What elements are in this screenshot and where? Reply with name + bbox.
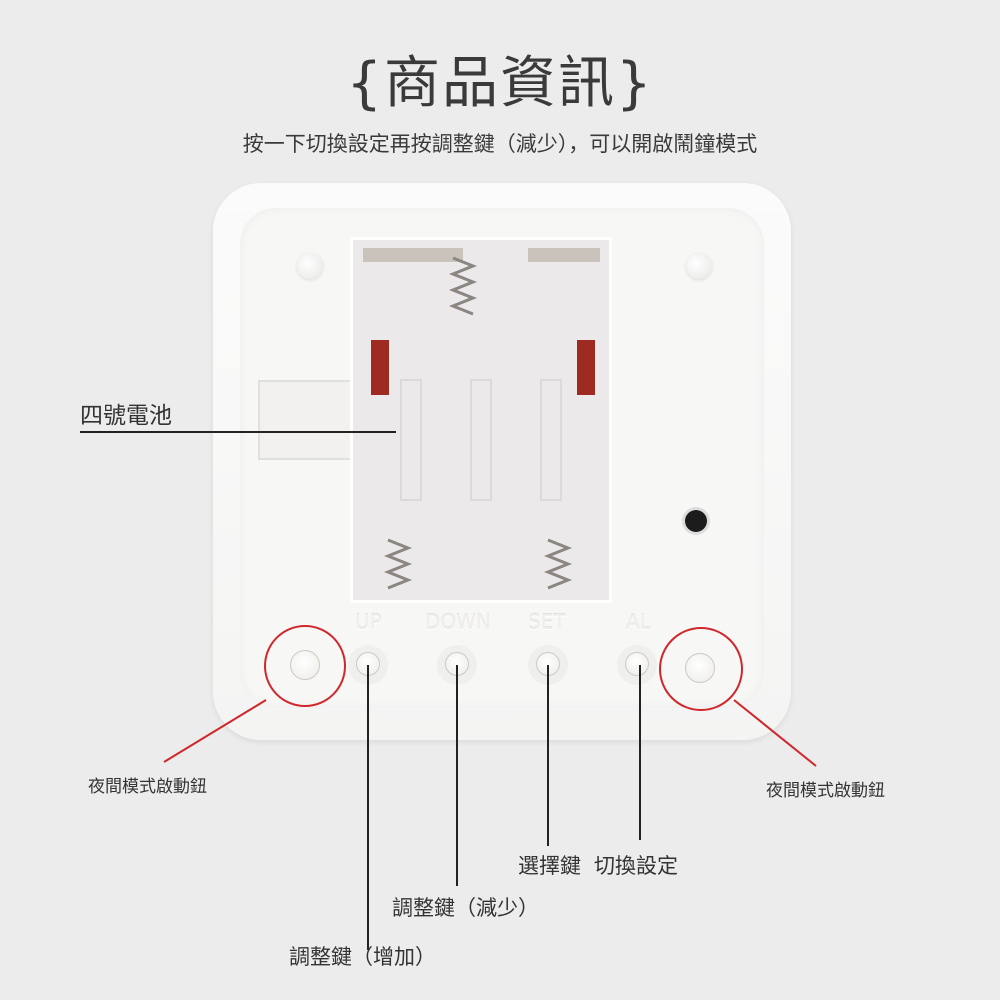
battery-compartment	[350, 237, 612, 603]
battery-contacts-springs-icon	[363, 248, 600, 590]
select-key-label: 選擇鍵	[518, 854, 581, 878]
emboss-set: SET	[528, 610, 566, 634]
adjust-down-label: 調整鍵（減少）	[392, 896, 539, 920]
light-sensor	[685, 510, 707, 532]
emboss-down: DOWN	[425, 610, 491, 634]
night-right-leader-line	[733, 699, 817, 767]
night-left-leader-line	[163, 699, 267, 763]
page-subtitle: 按一下切換設定再按調整鍵（減少），可以開啟鬧鐘模式	[242, 132, 758, 156]
page-title: {商品資訊}	[346, 51, 654, 116]
emboss-al: AL	[626, 610, 651, 634]
highlight-circle-right	[659, 627, 743, 711]
screw-left	[297, 253, 323, 279]
night-mode-left-label: 夜間模式啟動鈕	[88, 777, 207, 797]
emboss-up: UP	[355, 610, 382, 634]
switch-setting-label: 切換設定	[594, 854, 678, 878]
al-button[interactable]	[625, 652, 649, 676]
night-mode-right-label: 夜間模式啟動鈕	[766, 781, 885, 801]
screw-right	[686, 253, 712, 279]
highlight-circle-left	[264, 625, 346, 707]
battery-label: 四號電池	[80, 403, 172, 429]
adjust-up-label: 調整鍵（增加）	[289, 945, 436, 969]
